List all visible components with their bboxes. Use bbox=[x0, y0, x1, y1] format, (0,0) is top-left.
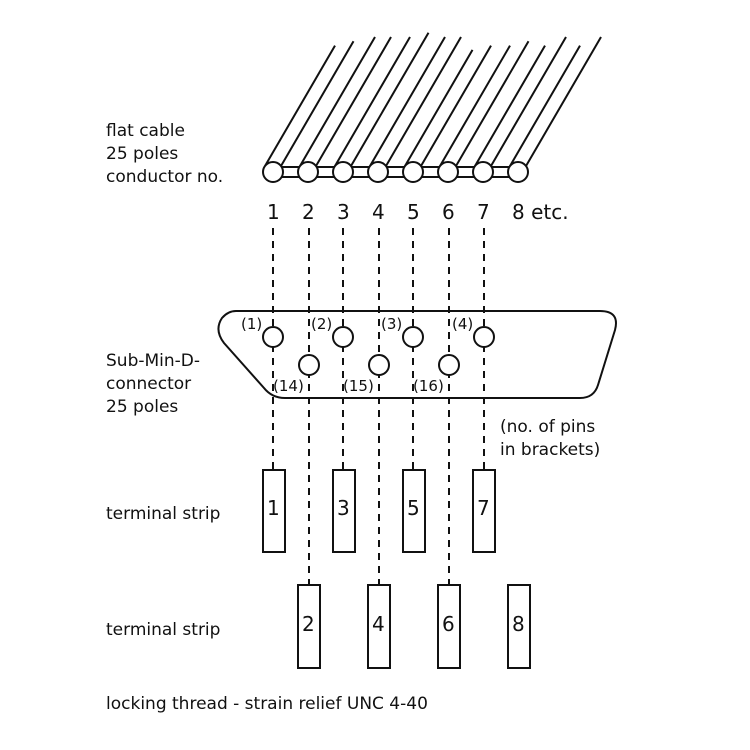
terminal-number-top-2: 3 bbox=[337, 496, 350, 520]
cable-wire-1 bbox=[280, 40, 355, 167]
flat-cable-text: flat cable bbox=[106, 121, 185, 141]
cable-wire-4 bbox=[385, 36, 462, 167]
cable-wire-3 bbox=[350, 32, 430, 167]
pins-note-line1: (no. of pins bbox=[500, 417, 596, 437]
pin-label-top-1: (1) bbox=[241, 315, 263, 333]
conductor-number-3: 3 bbox=[337, 200, 350, 224]
terminal-box-bottom-3 bbox=[437, 584, 461, 669]
conductor-circle-3 bbox=[332, 161, 354, 183]
conductor-number-6: 6 bbox=[442, 200, 455, 224]
conductor-circle-5 bbox=[402, 161, 424, 183]
conductor-circle-8 bbox=[507, 161, 529, 183]
conductor-circle-2 bbox=[297, 161, 319, 183]
pins-note-line2: in brackets) bbox=[500, 440, 601, 460]
conductor-number-4: 4 bbox=[372, 200, 385, 224]
connector-shell bbox=[217, 310, 617, 399]
terminal-strip-label-2: terminal strip bbox=[106, 620, 221, 640]
pin-circle-top-3 bbox=[402, 326, 424, 348]
pin-circle-bottom-1 bbox=[298, 354, 320, 376]
cable-wire-1 bbox=[264, 45, 336, 167]
cable-wire-3 bbox=[334, 36, 411, 167]
flat-cable-label: flat cable 25 poles conductor no. bbox=[106, 120, 223, 189]
terminal-box-bottom-1 bbox=[297, 584, 321, 669]
terminal-box-bottom-2 bbox=[367, 584, 391, 669]
pin-circle-top-1 bbox=[262, 326, 284, 348]
cable-wire-4 bbox=[369, 36, 446, 167]
conductor-number-1: 1 bbox=[267, 200, 280, 224]
terminal-number-bottom-2: 4 bbox=[372, 612, 385, 636]
conductor-number-5: 5 bbox=[407, 200, 420, 224]
pin-label-top-3: (3) bbox=[381, 315, 403, 333]
cable-wire-6 bbox=[455, 40, 530, 167]
connector-text: Sub-Min-D- bbox=[106, 351, 201, 371]
cable-wire-7 bbox=[474, 45, 546, 167]
pin-circle-bottom-3 bbox=[438, 354, 460, 376]
terminal-number-top-1: 1 bbox=[267, 496, 280, 520]
conductor-circle-7 bbox=[472, 161, 494, 183]
terminal-strip-label-1: terminal strip bbox=[106, 504, 221, 524]
pin-label-bottom-3: (16) bbox=[413, 377, 444, 395]
connector-poles-text: 25 poles bbox=[106, 397, 179, 417]
flat-cable-poles-text: 25 poles bbox=[106, 144, 179, 164]
terminal-number-top-4: 7 bbox=[477, 496, 490, 520]
conductor-number-8: 8 etc. bbox=[512, 200, 569, 224]
cable-wire-8 bbox=[525, 36, 602, 167]
cable-wire-8 bbox=[509, 45, 581, 167]
conductor-circle-1 bbox=[262, 161, 284, 183]
pin-circle-bottom-2 bbox=[368, 354, 390, 376]
cable-wire-2 bbox=[299, 36, 376, 167]
pin-label-top-2: (2) bbox=[311, 315, 333, 333]
connector-text-2: connector bbox=[106, 374, 192, 394]
conductor-circle-4 bbox=[367, 161, 389, 183]
terminal-number-bottom-4: 8 bbox=[512, 612, 525, 636]
pins-note: (no. of pins in brackets) bbox=[500, 416, 600, 462]
conductor-no-text: conductor no. bbox=[106, 167, 224, 187]
footer-label: locking thread - strain relief UNC 4-40 bbox=[106, 694, 428, 714]
terminal-box-top-3 bbox=[402, 469, 426, 553]
pin-label-bottom-2: (15) bbox=[343, 377, 374, 395]
pin-label-bottom-1: (14) bbox=[273, 377, 304, 395]
pin-circle-top-2 bbox=[332, 326, 354, 348]
cable-wire-2 bbox=[315, 36, 392, 167]
terminal-box-top-2 bbox=[332, 469, 356, 553]
cable-wire-6 bbox=[439, 45, 511, 167]
pin-circle-top-4 bbox=[473, 326, 495, 348]
cable-wire-5 bbox=[404, 49, 474, 167]
connector-label: Sub-Min-D-connector 25 poles bbox=[106, 350, 200, 419]
cable-wire-7 bbox=[490, 36, 567, 167]
pin-label-top-4: (4) bbox=[452, 315, 474, 333]
conductor-number-7: 7 bbox=[477, 200, 490, 224]
terminal-box-bottom-4 bbox=[507, 584, 531, 669]
conductor-circle-6 bbox=[437, 161, 459, 183]
conductor-number-2: 2 bbox=[302, 200, 315, 224]
terminal-number-bottom-3: 6 bbox=[442, 612, 455, 636]
terminal-box-top-4 bbox=[472, 469, 496, 553]
terminal-number-bottom-1: 2 bbox=[302, 612, 315, 636]
terminal-number-top-3: 5 bbox=[407, 496, 420, 520]
cable-wire-5 bbox=[420, 45, 492, 167]
terminal-box-top-1 bbox=[262, 469, 286, 553]
